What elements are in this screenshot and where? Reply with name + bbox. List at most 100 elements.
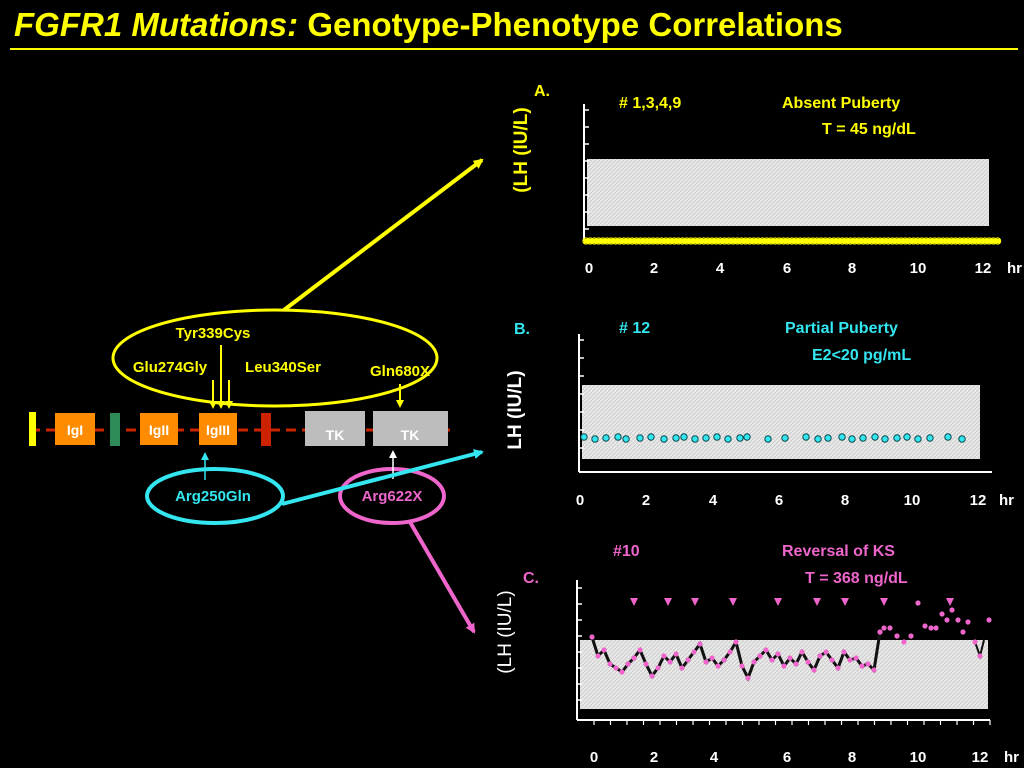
data-point bbox=[909, 237, 918, 245]
panel-b-xtick-10: 10 bbox=[904, 492, 921, 509]
panel-c: C. (LH (IU/L) #10 Reversal of KS T = 368… bbox=[495, 543, 1019, 766]
domain-igI bbox=[55, 413, 95, 445]
panel-b-y-ticks bbox=[579, 339, 584, 449]
data-point bbox=[649, 237, 657, 245]
data-point bbox=[580, 433, 588, 441]
data-point bbox=[926, 237, 935, 245]
title-underline bbox=[10, 48, 1018, 50]
data-point bbox=[733, 639, 739, 645]
panel-c-xtick-6: 6 bbox=[783, 749, 791, 766]
data-point bbox=[926, 434, 934, 442]
panel-b-xtick-0: 0 bbox=[576, 492, 584, 509]
data-point bbox=[683, 237, 691, 245]
panel-a-data-points bbox=[582, 237, 1002, 245]
yellow-mutation-ellipse bbox=[111, 308, 439, 408]
data-point bbox=[607, 661, 613, 667]
data-point bbox=[811, 667, 817, 673]
data-point bbox=[673, 651, 679, 657]
data-point bbox=[712, 237, 720, 245]
data-point bbox=[699, 237, 708, 245]
panel-b-patients: # 12 bbox=[619, 320, 650, 337]
data-point bbox=[649, 673, 655, 679]
domain-igI-label: IgI bbox=[67, 422, 83, 438]
data-point bbox=[908, 633, 914, 639]
data-point bbox=[636, 434, 644, 442]
pulse-marker bbox=[729, 598, 737, 606]
panel-a-xtick-8: 8 bbox=[848, 260, 856, 277]
data-point bbox=[743, 433, 751, 441]
data-point bbox=[989, 237, 998, 245]
data-point bbox=[771, 237, 779, 245]
panel-a-y-ticks bbox=[584, 109, 589, 230]
data-point bbox=[716, 237, 725, 245]
panel-a-ylabel: (LH (IU/L) bbox=[511, 107, 532, 192]
data-point bbox=[859, 434, 867, 442]
data-point bbox=[972, 237, 981, 245]
data-point bbox=[590, 237, 599, 245]
data-point bbox=[582, 237, 590, 245]
data-point bbox=[824, 434, 832, 442]
data-point bbox=[666, 237, 674, 245]
connector-cyan-to-panel-b bbox=[281, 449, 484, 506]
data-point bbox=[691, 237, 699, 245]
data-point bbox=[853, 655, 859, 661]
data-point bbox=[741, 237, 750, 245]
data-point bbox=[602, 434, 610, 442]
data-point bbox=[620, 237, 628, 245]
data-point bbox=[939, 611, 945, 617]
data-point bbox=[943, 237, 951, 245]
mutation-glu274gly: Glu274Gly bbox=[133, 359, 208, 376]
data-point bbox=[893, 237, 901, 245]
pulse-marker bbox=[664, 598, 672, 606]
connector-pink-to-panel-c bbox=[408, 520, 476, 634]
gene-diagram: IgI IgII IgIII TK TK Tyr339Cys Glu274Gly… bbox=[29, 158, 484, 634]
data-point bbox=[842, 237, 851, 245]
data-point bbox=[965, 619, 971, 625]
data-point bbox=[986, 617, 992, 623]
data-point bbox=[804, 237, 813, 245]
pink-mutation-ellipse bbox=[338, 467, 446, 525]
data-point bbox=[817, 237, 825, 245]
panel-c-xtick-8: 8 bbox=[848, 749, 856, 766]
domain-igII bbox=[140, 413, 178, 445]
data-point bbox=[672, 434, 680, 442]
data-point bbox=[619, 669, 625, 675]
data-point bbox=[825, 237, 834, 245]
data-point bbox=[757, 653, 763, 659]
data-point bbox=[813, 237, 821, 245]
panel-c-lh-series bbox=[589, 600, 992, 682]
data-point bbox=[739, 663, 745, 669]
panel-c-phenotype: Reversal of KS bbox=[782, 543, 895, 560]
data-point bbox=[611, 237, 620, 245]
panel-c-label: C. bbox=[523, 570, 539, 587]
data-point bbox=[838, 433, 846, 441]
pulse-marker bbox=[841, 598, 849, 606]
data-point bbox=[632, 237, 641, 245]
data-point bbox=[881, 625, 887, 631]
panel-c-xtick-2: 2 bbox=[650, 749, 658, 766]
data-point bbox=[643, 661, 649, 667]
data-point bbox=[915, 600, 921, 606]
pulse-marker bbox=[630, 598, 638, 606]
data-point bbox=[958, 435, 966, 443]
data-point bbox=[746, 237, 754, 245]
domain-igII-label: IgII bbox=[149, 422, 169, 438]
data-point bbox=[736, 434, 744, 442]
mutation-arg250gln: Arg250Gln bbox=[175, 488, 251, 505]
data-point bbox=[781, 663, 787, 669]
data-point bbox=[893, 434, 901, 442]
data-point bbox=[884, 237, 893, 245]
domain-tk1 bbox=[305, 411, 365, 446]
mutation-leu340ser: Leu340Ser bbox=[245, 359, 321, 376]
panel-c-xtick-12: 12 bbox=[972, 749, 989, 766]
panel-a-xtick-12: 12 bbox=[975, 260, 992, 277]
data-point bbox=[678, 237, 687, 245]
data-point bbox=[960, 237, 968, 245]
data-point bbox=[834, 237, 842, 245]
data-point bbox=[851, 237, 859, 245]
data-point bbox=[964, 237, 972, 245]
data-point bbox=[863, 237, 872, 245]
data-point bbox=[880, 237, 888, 245]
